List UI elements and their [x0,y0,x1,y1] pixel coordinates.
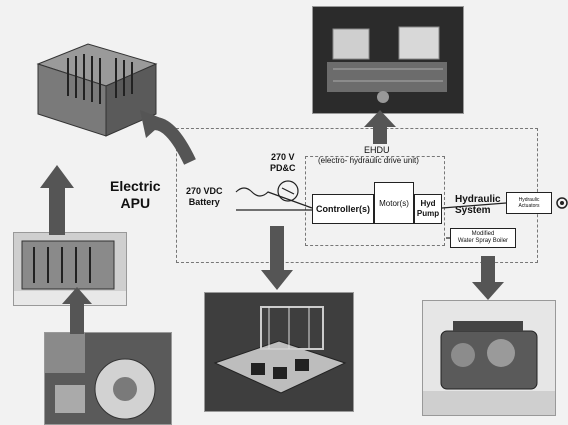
electric-apu-label: Electric APU [110,178,161,212]
controller-hardware-photo [204,292,354,412]
actuator-ring-inner [560,201,564,205]
hydraulic-system-line2: System [455,205,491,216]
motor-label: Motor(s) [379,198,409,208]
hydraulic-system-photo [422,300,556,416]
water-spray-boiler-label-2: Water Spray Boiler [457,238,509,244]
up-arrow-shaft-1 [49,185,65,235]
hyd-pump-label-2: Pump [416,209,440,218]
electric-apu-line1: Electric [110,178,161,194]
hydraulic-actuators-label-1: Hydraulic [518,197,540,203]
hydraulic-system-line1: Hydraulic [455,194,501,205]
pdc-line1: 270 V [270,152,295,162]
ehdu-photo [312,6,464,114]
pdc-label: 270 V PD&C [270,152,296,174]
ehdu-title: EHDU [364,145,390,155]
water-spray-boiler-label-1: Modified [471,231,495,237]
pdc-line2: PD&C [270,163,296,173]
electric-apu-assembly-photo [13,232,127,306]
hyd-pump-box: Hyd Pump [414,194,442,224]
ehdu-subtitle: (electro- hydraulic drive unit) [318,156,419,165]
motor-box: Motor(s) [374,182,414,224]
motor-generator-photo [44,332,172,425]
electric-apu-line2: APU [120,195,151,211]
battery-label: 270 VDC Battery [186,186,223,208]
up-arrow-icon [40,165,74,188]
actuator-ring-icon [556,197,568,209]
apu-rack-photo [28,36,166,144]
hydraulic-actuators-label-2: Actuators [518,203,540,209]
water-spray-boiler-box: Modified Water Spray Boiler [450,228,516,248]
hydraulic-system-label: Hydraulic System [455,194,501,216]
down-arrow-icon-2 [472,282,504,300]
battery-line2: Battery [188,197,220,207]
hydraulic-actuators-box: Hydraulic Actuators [506,192,552,214]
down-arrow-icon [261,270,293,290]
hyd-pump-label-1: Hyd [420,199,436,208]
battery-line1: 270 VDC [186,186,223,196]
controller-box: Controller(s) [312,194,374,224]
controller-label: Controller(s) [316,204,370,214]
